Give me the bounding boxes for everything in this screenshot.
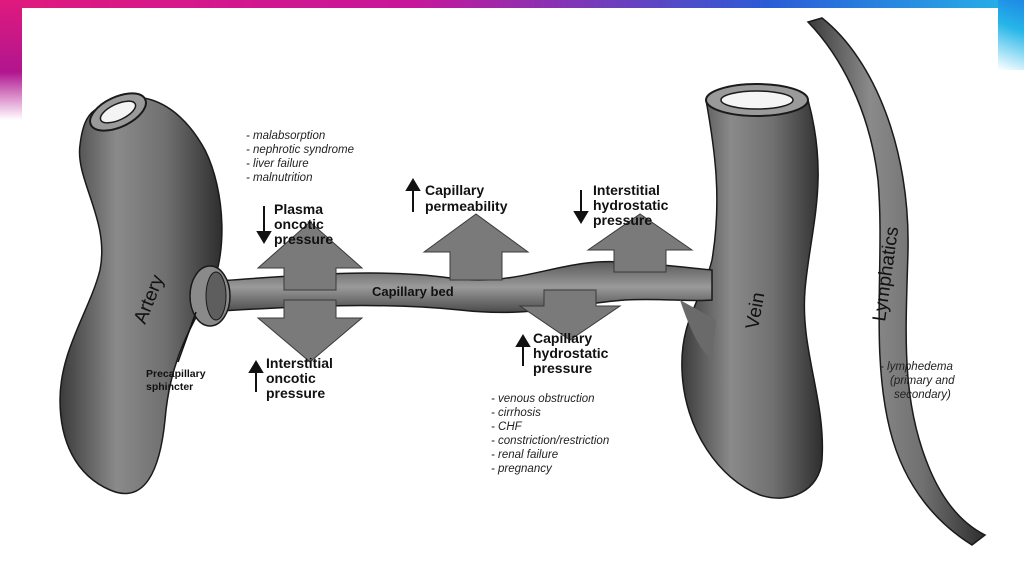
sphincter-pointer-line: [177, 311, 197, 363]
cause-item: - malnutrition: [246, 172, 312, 184]
precapillary-sphincter-ring: [189, 265, 231, 327]
plasma-oncotic-line3: pressure: [274, 231, 333, 247]
right-accent-stripe: [998, 0, 1024, 70]
capillary-permeability-arrow: [422, 213, 530, 281]
plasma-oncotic-line2: oncotic: [274, 216, 324, 232]
capillary-permeability-line1: Capillary: [425, 182, 484, 198]
artery-vessel: [59, 92, 223, 495]
capillary-bed-label: Capillary bed: [372, 284, 454, 299]
precapillary-label-line2: sphincter: [146, 381, 193, 393]
capillary-permeability-line2: permeability: [425, 198, 508, 214]
capillary-hydrostatic-line2: hydrostatic: [533, 345, 609, 361]
cause-item: - CHF: [491, 421, 523, 433]
cause-item: - liver failure: [246, 158, 309, 170]
lymphatic-vessel: [806, 17, 987, 546]
cause-item: - renal failure: [491, 449, 558, 461]
interstitial-oncotic-line1: Interstitial: [266, 355, 333, 371]
capillary-hydrostatic-causes-list: - venous obstruction - cirrhosis - CHF -…: [491, 393, 609, 475]
cause-item: - nephrotic syndrome: [246, 144, 354, 156]
interstitial-hydrostatic-line3: pressure: [593, 212, 652, 228]
small-direction-arrows: [248, 178, 589, 392]
cause-item: secondary): [894, 389, 951, 401]
oncotic-pressure-arrows: [256, 221, 364, 363]
interstitial-oncotic-line3: pressure: [266, 385, 325, 401]
cause-item: - pregnancy: [491, 463, 553, 475]
top-accent-stripe: [0, 0, 1024, 8]
interstitial-hydrostatic-arrow: [586, 213, 694, 273]
cause-item: - cirrhosis: [491, 407, 541, 419]
interstitial-hydrostatic-line2: hydrostatic: [593, 197, 669, 213]
capillary-hydrostatic-line3: pressure: [533, 360, 592, 376]
cause-item: - malabsorption: [246, 130, 325, 142]
precapillary-label-line1: Precapillary: [146, 368, 206, 380]
plasma-oncotic-line1: Plasma: [274, 201, 323, 217]
cause-item: - constriction/restriction: [491, 435, 609, 447]
cause-item: (primary and: [890, 375, 955, 387]
cause-item: - venous obstruction: [491, 393, 595, 405]
interstitial-oncotic-line2: oncotic: [266, 370, 316, 386]
plasma-oncotic-causes-list: - malabsorption - nephrotic syndrome - l…: [246, 130, 354, 184]
left-accent-stripe: [0, 0, 22, 120]
lymphatics-causes-list: - lymphedema (primary and secondary): [880, 361, 955, 401]
capillary-hydrostatic-arrow: [518, 289, 622, 341]
capillary-hydrostatic-line1: Capillary: [533, 330, 592, 346]
interstitial-hydrostatic-line1: Interstitial: [593, 182, 660, 198]
cause-item: - lymphedema: [880, 361, 953, 373]
vein-vessel: [681, 83, 824, 499]
